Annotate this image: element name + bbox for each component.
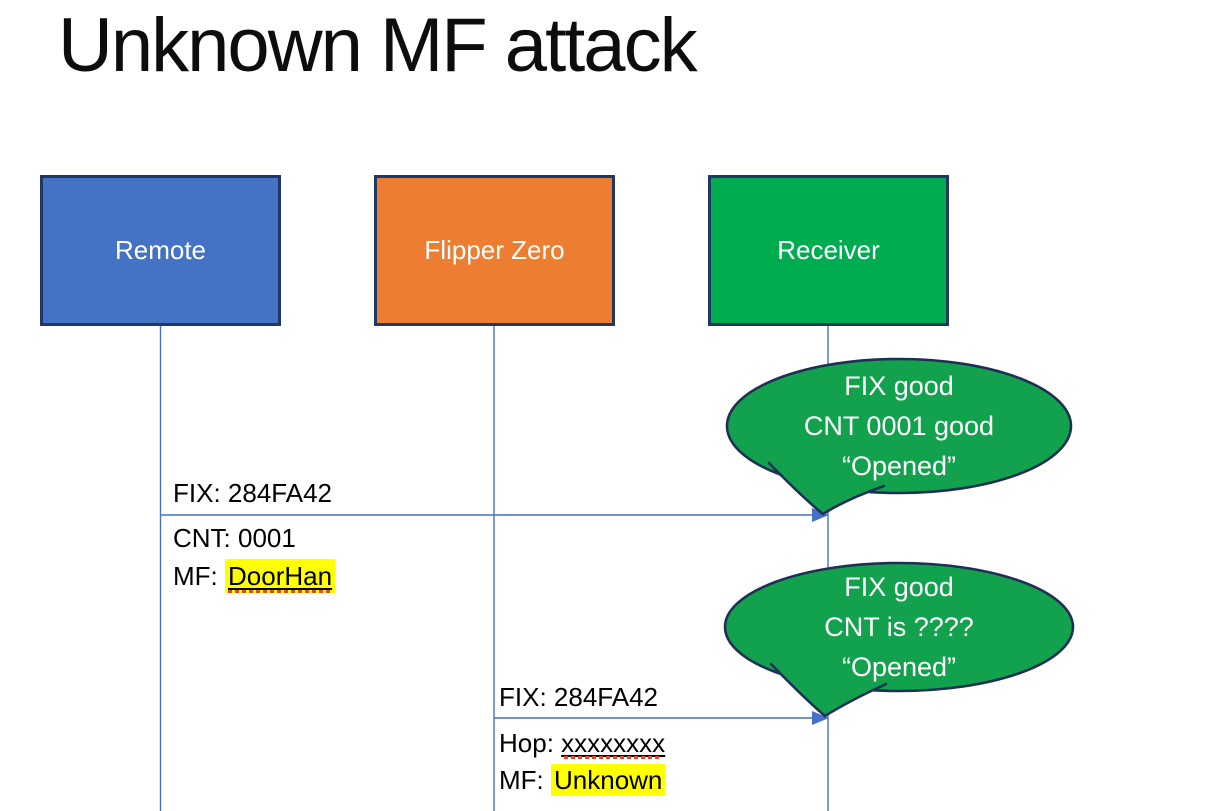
message-2-mf-label: MF: Unknown — [499, 764, 666, 796]
arrowhead-remote-to-receiver — [812, 508, 829, 522]
speech-bubble-1 — [725, 357, 1073, 516]
bubble-2-line-1: FIX good — [844, 572, 954, 602]
message-1-labels: FIX: 284FA42 CNT: 0001 MF: DoorHan — [173, 477, 573, 597]
bubble-1-line-1: FIX good — [844, 371, 954, 401]
actor-label-receiver: Receiver — [777, 235, 880, 265]
message-2-hop-prefix: Hop: — [499, 728, 562, 758]
bubble-2-line-2: CNT is ???? — [824, 612, 974, 642]
speech-bubble-1-text: FIX good CNT 0001 good “Opened” — [729, 366, 1069, 486]
actor-box-remote: Remote — [40, 175, 281, 326]
message-2-fix-label: FIX: 284FA42 — [499, 682, 658, 712]
bubble-2-line-3: “Opened” — [841, 652, 957, 682]
message-2-mf-value-highlighted: Unknown — [551, 764, 666, 796]
message-1-fix-label: FIX: 284FA42 — [173, 478, 332, 508]
actor-box-flipper-zero: Flipper Zero — [374, 175, 615, 326]
actor-label-flipper-zero: Flipper Zero — [424, 235, 565, 265]
actor-box-receiver: Receiver — [708, 175, 949, 326]
bubble-1-line-3: “Opened” — [841, 451, 957, 481]
message-2-mf-prefix: MF: — [499, 765, 551, 795]
speech-bubble-2 — [723, 561, 1075, 718]
arrowhead-flipper-to-receiver — [812, 711, 829, 725]
slide-title: Unknown MF attack — [58, 3, 698, 88]
message-1-mf-value-highlighted: DoorHan — [225, 559, 336, 593]
message-1-mf-prefix: MF: — [173, 561, 225, 591]
message-2-hop-value: xxxxxxxx — [561, 728, 666, 759]
message-1-cnt-label: CNT: 0001 — [173, 523, 296, 553]
message-2-labels: FIX: 284FA42 Hop: xxxxxxxx MF: Unknown — [499, 681, 899, 811]
speech-bubble-2-text: FIX good CNT is ???? “Opened” — [729, 567, 1069, 687]
actor-label-remote: Remote — [114, 235, 207, 265]
bubble-1-line-2: CNT 0001 good — [803, 411, 995, 441]
message-2-hop-label: Hop: xxxxxxxx — [499, 727, 665, 759]
message-1-mf-label: MF: DoorHan — [173, 559, 336, 593]
